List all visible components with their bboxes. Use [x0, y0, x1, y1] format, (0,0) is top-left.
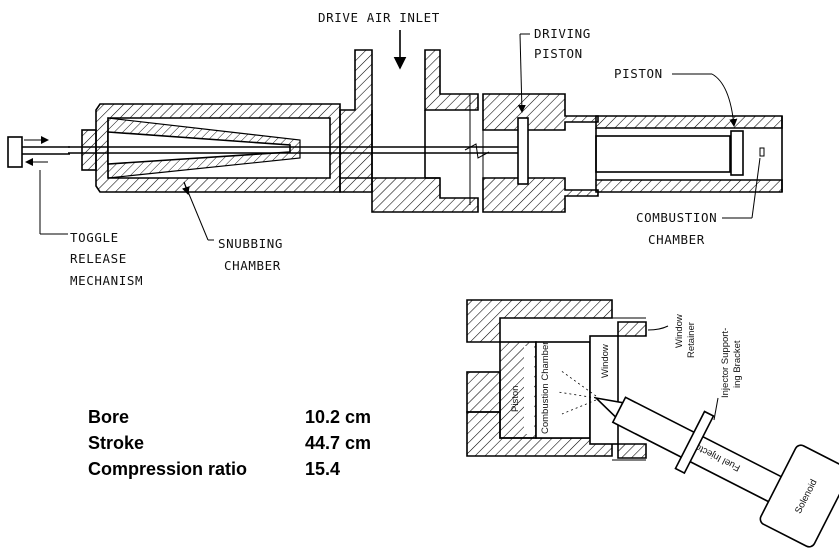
rapid-compression-machine-section — [7, 49, 783, 213]
detail-bracket-label-1: Injector Support- — [720, 328, 731, 398]
toggle-block — [7, 136, 23, 168]
spec-value-bore: 10.2 cm — [305, 407, 371, 427]
piston-head — [730, 130, 744, 176]
spec-value-compression-ratio: 15.4 — [305, 459, 340, 479]
drive-air-inlet-housing — [339, 49, 479, 213]
label-toggle-1: TOGGLE — [70, 230, 119, 245]
main-labels: DRIVE AIR INLET DRIVING PISTON PISTON CO… — [24, 10, 761, 288]
driving-piston-cylinder — [482, 93, 731, 213]
detail-injector-bracket — [674, 410, 715, 475]
driving-piston — [517, 117, 529, 185]
spec-table: Bore 10.2 cm Stroke 44.7 cm Compression … — [88, 407, 371, 479]
combustion-chamber-detail: Fuel Injector Solenoid Piston Combustion… — [466, 299, 839, 548]
detail-window — [589, 335, 619, 445]
label-snubbing-1: SNUBBING — [218, 236, 283, 251]
detail-fuel-injector: Fuel Injector — [593, 396, 796, 510]
label-driving-piston-1: DRIVING — [534, 26, 591, 41]
detail-window-retainer-label-2: Retainer — [686, 322, 697, 358]
label-combustion-1: COMBUSTION — [636, 210, 717, 225]
label-toggle-3: MECHANISM — [70, 273, 143, 288]
label-toggle-2: RELEASE — [70, 251, 127, 266]
detail-combustion-chamber-label: Combustion Chamber — [540, 342, 551, 434]
label-piston: PISTON — [614, 66, 663, 81]
detail-window-retainer-label-1: Window — [674, 314, 685, 348]
detail-combustion-chamber — [535, 341, 591, 439]
detail-solenoid: Solenoid — [759, 444, 839, 548]
spec-name-bore: Bore — [88, 407, 129, 427]
detail-bracket-label-2: ing Bracket — [732, 340, 743, 388]
detail-piston-label: Piston — [510, 386, 521, 412]
snubbing-chamber-housing — [81, 103, 341, 193]
detail-window-label: Window — [600, 344, 611, 378]
label-drive-air-inlet: DRIVE AIR INLET — [318, 10, 440, 25]
spec-name-stroke: Stroke — [88, 433, 144, 453]
spec-value-stroke: 44.7 cm — [305, 433, 371, 453]
label-driving-piston-2: PISTON — [534, 46, 583, 61]
spec-name-compression-ratio: Compression ratio — [88, 459, 247, 479]
label-combustion-2: CHAMBER — [648, 232, 705, 247]
label-snubbing-2: CHAMBER — [224, 258, 281, 273]
